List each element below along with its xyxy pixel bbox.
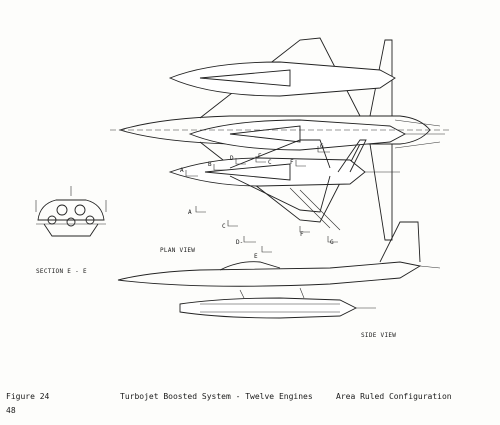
figure-title: Turbojet Boosted System - Twelve Engines: [120, 392, 313, 401]
side-view-aircraft: [117, 221, 441, 319]
section-label: SECTION E - E: [36, 268, 87, 275]
marker-f-lower: F: [300, 231, 304, 238]
marker-e-lower: E: [254, 253, 258, 260]
marker-b-upper: B: [208, 161, 212, 168]
marker-a-lower: A: [188, 209, 192, 216]
marker-d-lower: D-: [236, 239, 243, 246]
plan-view-aircraft-lower: [168, 139, 400, 231]
configuration-label: Area Ruled Configuration: [336, 392, 452, 401]
marker-g-lower: G: [330, 239, 334, 246]
figure-number: Figure 24: [6, 392, 50, 401]
plan-view-aircraft-upper: [118, 37, 445, 241]
marker-a-upper: A: [180, 167, 184, 174]
side-view-label: SIDE VIEW: [361, 332, 397, 339]
marker-f-upper: F: [290, 159, 294, 166]
marker-g-upper: G: [320, 143, 324, 150]
marker-d-upper: D: [230, 155, 234, 162]
marker-c-upper: C: [268, 159, 272, 166]
page-number: 48: [6, 406, 16, 415]
marker-c-lower: C: [222, 223, 226, 230]
plan-view-label: PLAN VIEW: [160, 247, 196, 254]
section-markers: A B D E C F G A C D- E F G: [180, 143, 338, 260]
marker-e-upper: E: [258, 153, 262, 160]
section-e-e-drawing: [35, 186, 107, 237]
